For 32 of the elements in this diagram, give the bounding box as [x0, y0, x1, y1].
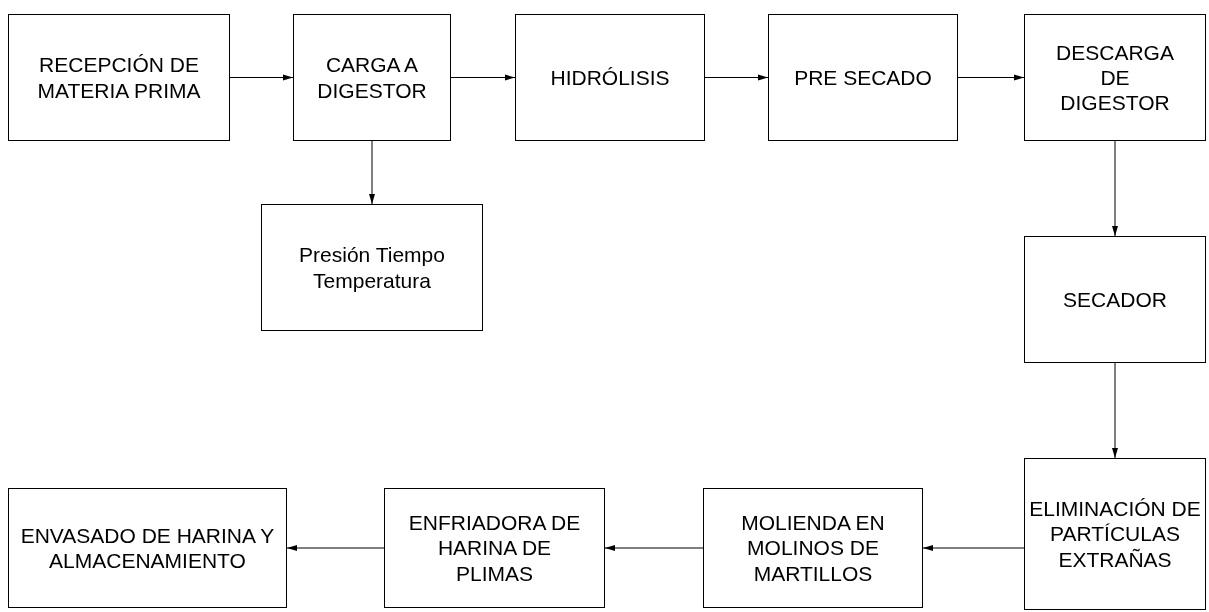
- arrow: [369, 140, 375, 205]
- arrow: [704, 74, 769, 81]
- arrow: [957, 74, 1025, 81]
- process-box: [8, 488, 287, 608]
- process-box: [1024, 236, 1206, 363]
- arrow: [229, 74, 294, 81]
- process-box: [384, 488, 605, 608]
- box-label: ENVASADO DE HARINA Y ALMACENAMIENTO: [19, 522, 276, 574]
- box-label: HIDRÓLISIS: [550, 64, 670, 91]
- process-box: [8, 14, 230, 141]
- box-label: SECADOR: [1063, 286, 1167, 313]
- box-label: RECEPCIÓN DE MATERIA PRIMA: [36, 52, 202, 103]
- arrow: [922, 545, 1025, 551]
- arrow: [604, 545, 704, 551]
- arrow: [286, 545, 385, 551]
- box-label: ELIMINACIÓN DE PARTÍCULAS EXTRAÑAS: [1029, 496, 1201, 572]
- process-box: [768, 14, 958, 141]
- box-label: CARGA A DIGESTOR: [316, 52, 428, 103]
- box-label: MOLIENDA EN MOLINOS DE MARTILLOS: [740, 510, 886, 586]
- arrow: [1112, 140, 1118, 237]
- arrow: [1112, 362, 1118, 459]
- arrow: [450, 74, 516, 81]
- process-box: [703, 488, 923, 608]
- process-box: [261, 204, 483, 331]
- process-box: [515, 14, 705, 141]
- process-box: [1024, 14, 1206, 141]
- box-label: Presión Tiempo Temperatura: [298, 242, 446, 293]
- process-box: [1024, 458, 1206, 610]
- box-label: PRE SECADO: [794, 64, 932, 91]
- box-label: ENFRIADORA DE HARINA DE PLIMAS: [407, 510, 582, 586]
- process-box: [293, 14, 451, 141]
- box-label: DESCARGA DE DIGESTOR: [1055, 39, 1175, 116]
